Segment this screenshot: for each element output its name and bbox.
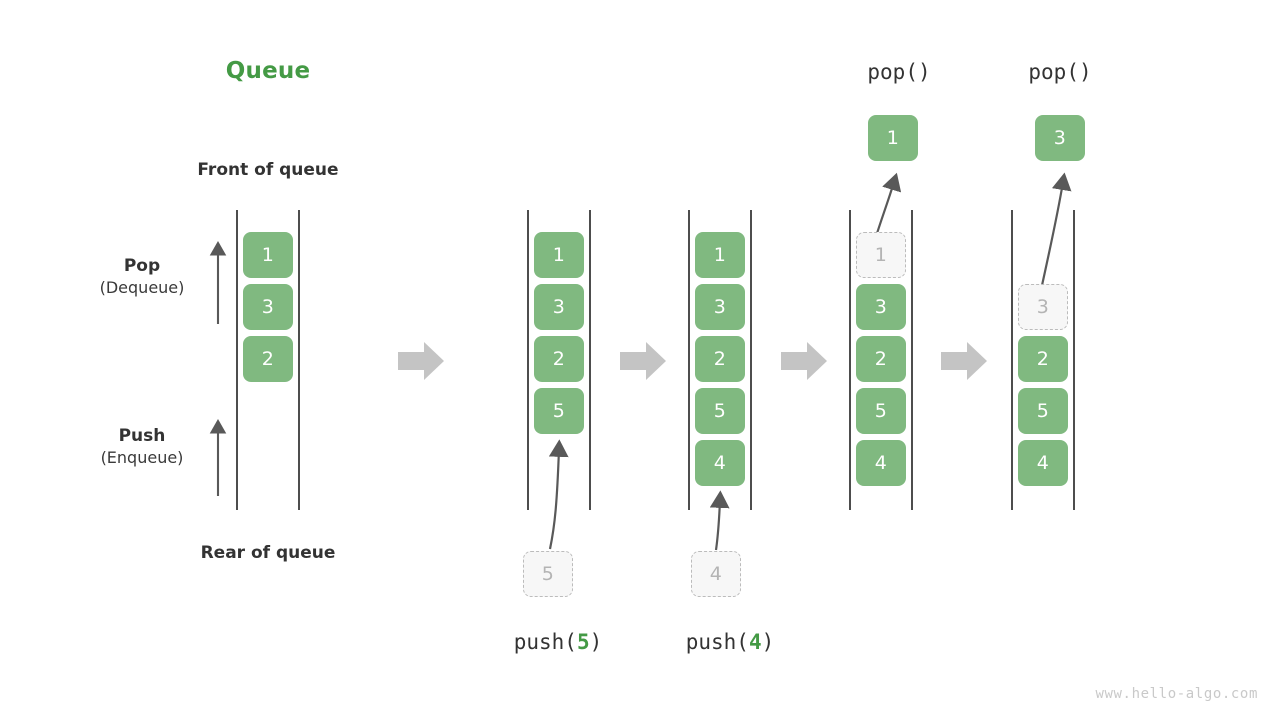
- rail-left: [527, 210, 529, 510]
- caption-pop-2: pop(): [1028, 60, 1092, 84]
- caption-pop-1: pop(): [867, 60, 931, 84]
- caption-text: ): [589, 630, 603, 654]
- rail-right: [911, 210, 913, 510]
- queue-cell[interactable]: 3: [534, 284, 584, 330]
- push-4-arrow-icon: [709, 490, 730, 551]
- queue-cell[interactable]: 5: [856, 388, 906, 434]
- queue-cell[interactable]: 3: [695, 284, 745, 330]
- caption-text: push(: [685, 630, 749, 654]
- push-direction-arrow-icon: [209, 419, 227, 496]
- queue-cell[interactable]: 5: [695, 388, 745, 434]
- rail-right: [298, 210, 300, 510]
- caption-text: ): [761, 630, 775, 654]
- queue-cell[interactable]: 4: [1018, 440, 1068, 486]
- caption-push-5: push(5): [458, 630, 658, 654]
- queue-cell[interactable]: 4: [695, 440, 745, 486]
- queue-cell[interactable]: 1: [856, 232, 906, 278]
- label-pop-title: Pop: [123, 256, 161, 276]
- watermark: www.hello-algo.com: [1095, 686, 1258, 702]
- incoming-element[interactable]: 5: [523, 551, 573, 597]
- queue-cell[interactable]: 5: [1018, 388, 1068, 434]
- label-pop-sub: (Dequeue): [99, 278, 185, 298]
- rail-right: [589, 210, 591, 510]
- popped-element[interactable]: 1: [868, 115, 918, 161]
- queue-cell[interactable]: 1: [695, 232, 745, 278]
- queue-cell[interactable]: 4: [856, 440, 906, 486]
- queue-cell[interactable]: 2: [1018, 336, 1068, 382]
- caption-value: 5: [576, 630, 590, 654]
- page-title: Queue: [225, 58, 311, 84]
- queue-cell[interactable]: 2: [856, 336, 906, 382]
- label-pop-dequeue: Pop (Dequeue): [52, 255, 232, 299]
- queue-cell[interactable]: 2: [243, 336, 293, 382]
- rail-right: [750, 210, 752, 510]
- queue-cell[interactable]: 1: [534, 232, 584, 278]
- rail-right: [1073, 210, 1075, 510]
- rail-left: [236, 210, 238, 510]
- label-front-of-queue: Front of queue: [197, 160, 339, 180]
- push-5-arrow-icon: [548, 439, 569, 550]
- queue-cell[interactable]: 3: [243, 284, 293, 330]
- queue-cell[interactable]: 3: [1018, 284, 1068, 330]
- rail-left: [849, 210, 851, 510]
- queue-cell[interactable]: 5: [534, 388, 584, 434]
- label-push-enqueue: Push (Enqueue): [52, 425, 232, 469]
- label-rear-of-queue: Rear of queue: [200, 543, 336, 563]
- transition-arrow-1-icon: [398, 342, 444, 380]
- rail-left: [1011, 210, 1013, 510]
- incoming-element[interactable]: 4: [691, 551, 741, 597]
- caption-push-4: push(4): [630, 630, 830, 654]
- label-push-title: Push: [118, 426, 166, 446]
- queue-cell[interactable]: 1: [243, 232, 293, 278]
- queue-cell[interactable]: 3: [856, 284, 906, 330]
- queue-cell[interactable]: 2: [695, 336, 745, 382]
- caption-text: push(: [513, 630, 577, 654]
- label-push-sub: (Enqueue): [100, 448, 184, 468]
- pop-direction-arrow-icon: [209, 241, 227, 324]
- caption-value: 4: [748, 630, 762, 654]
- transition-arrow-3-icon: [781, 342, 827, 380]
- transition-arrow-4-icon: [941, 342, 987, 380]
- queue-cell[interactable]: 2: [534, 336, 584, 382]
- rail-left: [688, 210, 690, 510]
- transition-arrow-2-icon: [620, 342, 666, 380]
- popped-element[interactable]: 3: [1035, 115, 1085, 161]
